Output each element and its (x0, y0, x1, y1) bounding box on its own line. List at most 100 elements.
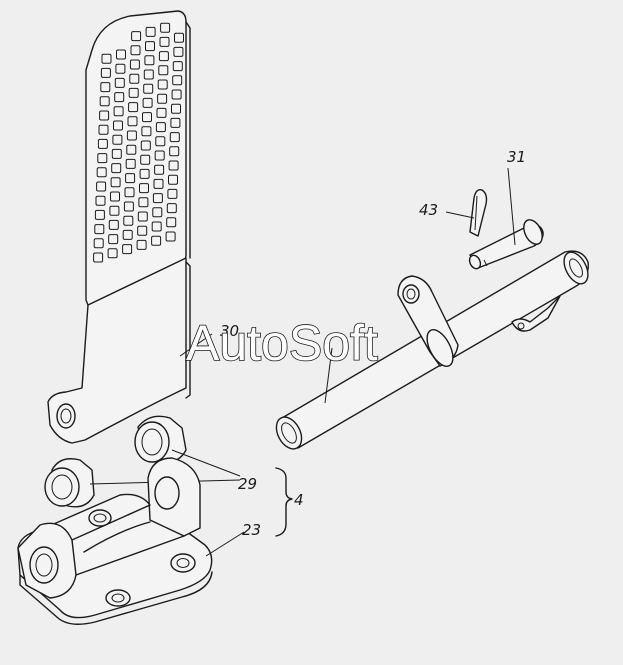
grid-square (99, 110, 110, 121)
grid-square (93, 238, 104, 249)
grid-square (172, 75, 183, 86)
grid-square (94, 224, 105, 235)
grid-square (157, 79, 168, 90)
grid-square (139, 183, 149, 194)
grid-square (125, 173, 136, 184)
grid-square (128, 87, 139, 98)
grid-square (96, 167, 107, 178)
grid-square (174, 32, 184, 43)
grid-square (145, 41, 155, 52)
grid-square (140, 140, 151, 151)
grid-square (142, 97, 153, 108)
grid-square (143, 83, 154, 94)
grid-square (137, 225, 148, 236)
grid-square (129, 73, 140, 84)
grid-square (126, 144, 137, 155)
grid-square (172, 61, 183, 72)
grid-square (115, 63, 126, 74)
callout-29: 29 (238, 475, 257, 493)
grid-square (157, 93, 168, 104)
grid-square (154, 164, 165, 175)
grid-square (123, 201, 134, 212)
grid-square (171, 89, 182, 100)
pedal-bracket (17, 457, 245, 625)
grid-square (151, 235, 162, 246)
grid-square (151, 221, 162, 232)
grid-square (110, 177, 121, 188)
grid-square (99, 96, 110, 107)
grid-square (169, 132, 180, 143)
grid-square (144, 55, 155, 66)
grid-square (152, 207, 163, 218)
grid-square (141, 126, 152, 137)
grid-square (145, 26, 156, 37)
grid-square (129, 59, 140, 70)
grid-square (142, 112, 152, 123)
grid-square (94, 209, 105, 220)
grid-square (116, 49, 126, 60)
grid-square (112, 134, 123, 145)
grid-square (97, 138, 108, 149)
callout-4: 4 (294, 491, 304, 509)
clevis-pin (468, 167, 544, 270)
bushing-lower (44, 458, 95, 508)
grid-square (114, 77, 125, 88)
grid-square (156, 107, 167, 118)
grid-square (107, 248, 118, 259)
watermark: AutoSoft (186, 315, 378, 371)
callout-43: 43 (419, 201, 438, 219)
grid-square (130, 45, 141, 56)
grid-square (168, 174, 178, 185)
grid-square (101, 53, 112, 64)
grid-square (159, 36, 170, 47)
grid-square (113, 120, 123, 131)
grid-square (122, 244, 133, 255)
grid-square (166, 203, 177, 214)
grid-square (155, 122, 166, 133)
grid-square (114, 92, 125, 103)
grid-square (168, 160, 179, 171)
grid-square (139, 168, 150, 179)
grid-square (154, 150, 165, 161)
grid-square (152, 193, 163, 204)
grid-square (122, 229, 133, 240)
grid-square (166, 217, 177, 228)
callout-23: 23 (242, 521, 261, 539)
grid-square (137, 211, 148, 222)
grid-square (95, 195, 106, 206)
grid-square (155, 136, 166, 147)
pedal-shaft (275, 250, 589, 450)
grid-square (126, 130, 137, 141)
grid-square (123, 215, 134, 226)
callout-31: 31 (507, 148, 526, 166)
grid-square (160, 22, 171, 33)
grid-square (108, 234, 119, 245)
grid-square (173, 46, 184, 57)
grid-square (97, 153, 108, 164)
anti-slip-grid (93, 22, 184, 263)
grid-square (158, 51, 169, 62)
grid-square (113, 106, 124, 117)
accelerator-pedal (47, 10, 213, 444)
grid-square (108, 219, 119, 230)
grid-square (140, 154, 151, 165)
grid-square (100, 67, 111, 78)
grid-square (158, 65, 169, 76)
grid-square (136, 239, 147, 250)
grid-square (170, 117, 181, 128)
grid-square (125, 158, 136, 169)
callout-30: 30 (220, 322, 239, 340)
grid-square (109, 205, 120, 216)
grid-square (93, 252, 104, 263)
grid-square (165, 231, 176, 242)
grid-square (169, 146, 180, 157)
bushing-upper (134, 415, 187, 464)
grid-square (111, 163, 122, 174)
grid-square (128, 102, 139, 113)
grid-square (127, 116, 138, 127)
grid-square (124, 187, 135, 198)
grid-square (167, 188, 178, 199)
grid-square (143, 69, 154, 80)
